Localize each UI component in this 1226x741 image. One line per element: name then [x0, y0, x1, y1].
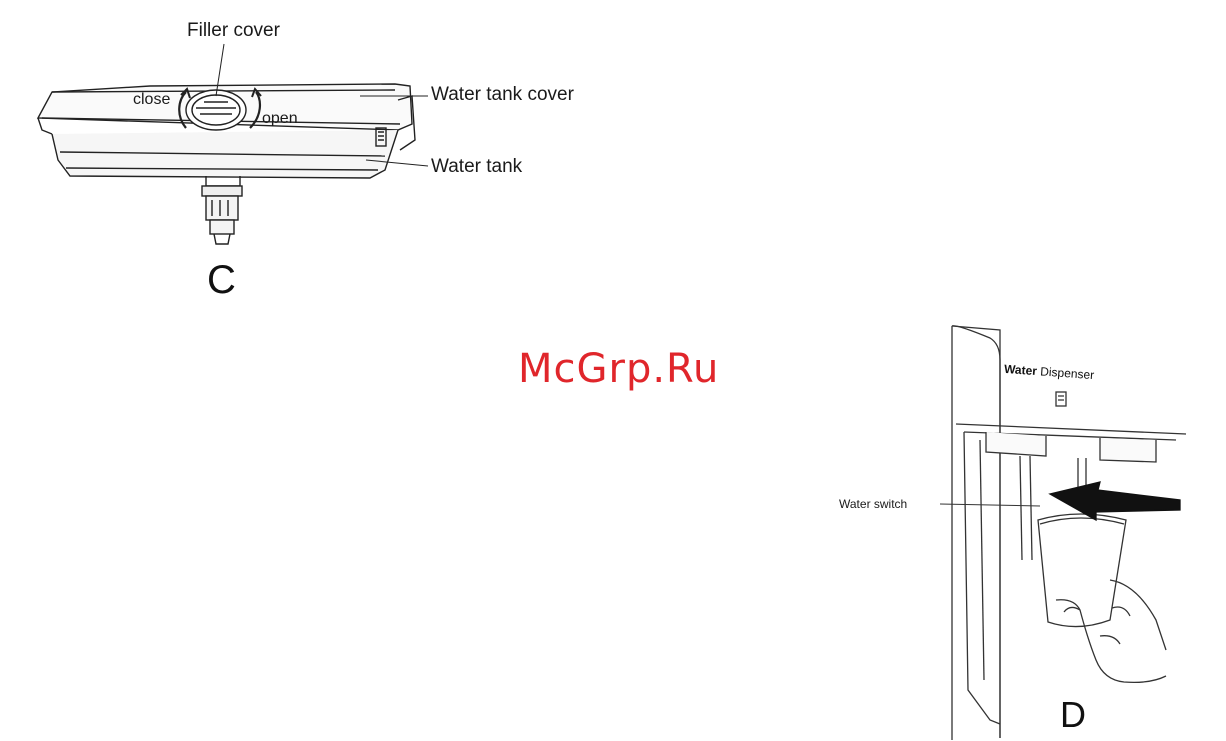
- panel-title-bold: Water: [1004, 362, 1038, 378]
- dispenser-icon: [1056, 392, 1066, 406]
- dispenser-panel: [952, 326, 1000, 738]
- water-switch-label: Water switch: [839, 497, 907, 511]
- figure-d-letter: D: [1060, 694, 1086, 736]
- cup: [1038, 514, 1126, 627]
